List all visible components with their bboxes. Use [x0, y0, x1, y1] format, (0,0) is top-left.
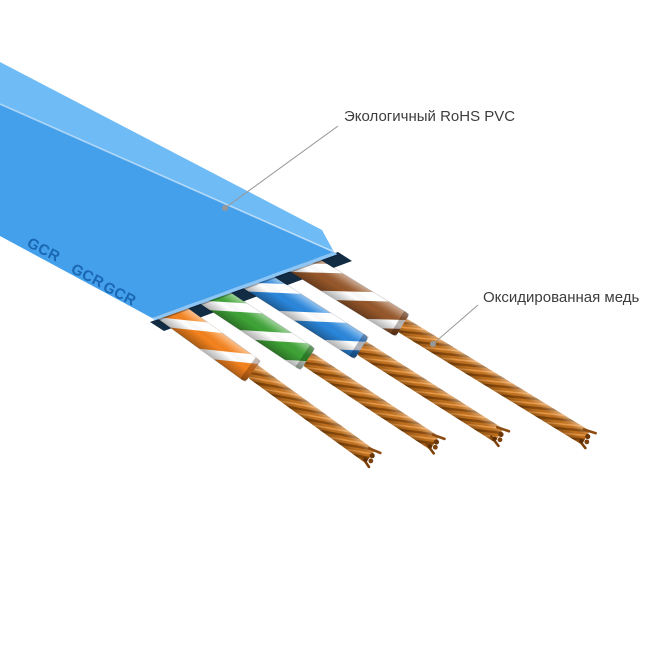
copper-tip-strand-end — [497, 437, 503, 443]
copper-tip-strand-end — [498, 431, 504, 438]
wire-blue-copper-shading — [358, 342, 503, 442]
wire-brown-copper-shading — [399, 319, 590, 444]
copper-tip-strand-end — [492, 436, 497, 441]
copper-tip — [361, 447, 382, 469]
wire-green-copper-shading — [304, 353, 439, 449]
callout-pvc: Экологичный RoHS PVC — [222, 108, 515, 211]
jacket-front-face — [0, 103, 334, 318]
copper-tip — [425, 433, 446, 455]
copper-tip-strand-end — [584, 439, 590, 445]
wire-green-cut-edge — [295, 345, 315, 371]
copper-tip-strand-end — [432, 444, 438, 450]
wire-orange-cut-edge — [240, 357, 261, 382]
wire-orange-copper-shading — [248, 365, 375, 463]
copper-tip-strand — [495, 426, 511, 433]
copper-tip-strand — [582, 428, 597, 435]
copper-tip-strand — [576, 437, 587, 450]
copper-tip-strand-end — [433, 439, 440, 445]
callout-pvc-label: Экологичный RoHS PVC — [344, 108, 515, 125]
callout-copper-label: Оксидированная медь — [483, 289, 640, 306]
callout-pvc-leader-line — [224, 125, 339, 209]
wire-blue-cut-edge — [349, 333, 369, 359]
jacket-edge-highlight — [0, 103, 334, 253]
copper-tip-strand — [361, 455, 371, 469]
jacket-top-face — [0, 62, 334, 252]
callout-copper: Оксидированная медь — [430, 289, 640, 347]
copper-tip-strand — [490, 435, 500, 448]
callout-copper-dot — [430, 341, 436, 347]
copper-tip-strand-end — [427, 443, 433, 449]
callout-copper-leader-line — [432, 304, 479, 345]
wire-brown-cut-edge — [390, 311, 410, 337]
copper-tip-strand-end — [363, 457, 368, 462]
jacket-cut-rim — [152, 252, 338, 321]
copper-tip — [490, 426, 511, 448]
copper-tip-strand-end — [369, 453, 375, 459]
copper-tip-strand — [425, 442, 436, 455]
copper-tip — [576, 428, 597, 450]
copper-tip-strand-end — [579, 438, 584, 444]
copper-tip-strand-end — [585, 433, 591, 440]
callout-pvc-dot — [222, 205, 228, 211]
copper-tip-strand-end — [368, 458, 374, 464]
copper-tip-strand — [367, 447, 382, 455]
copper-tip-strand — [431, 433, 446, 441]
